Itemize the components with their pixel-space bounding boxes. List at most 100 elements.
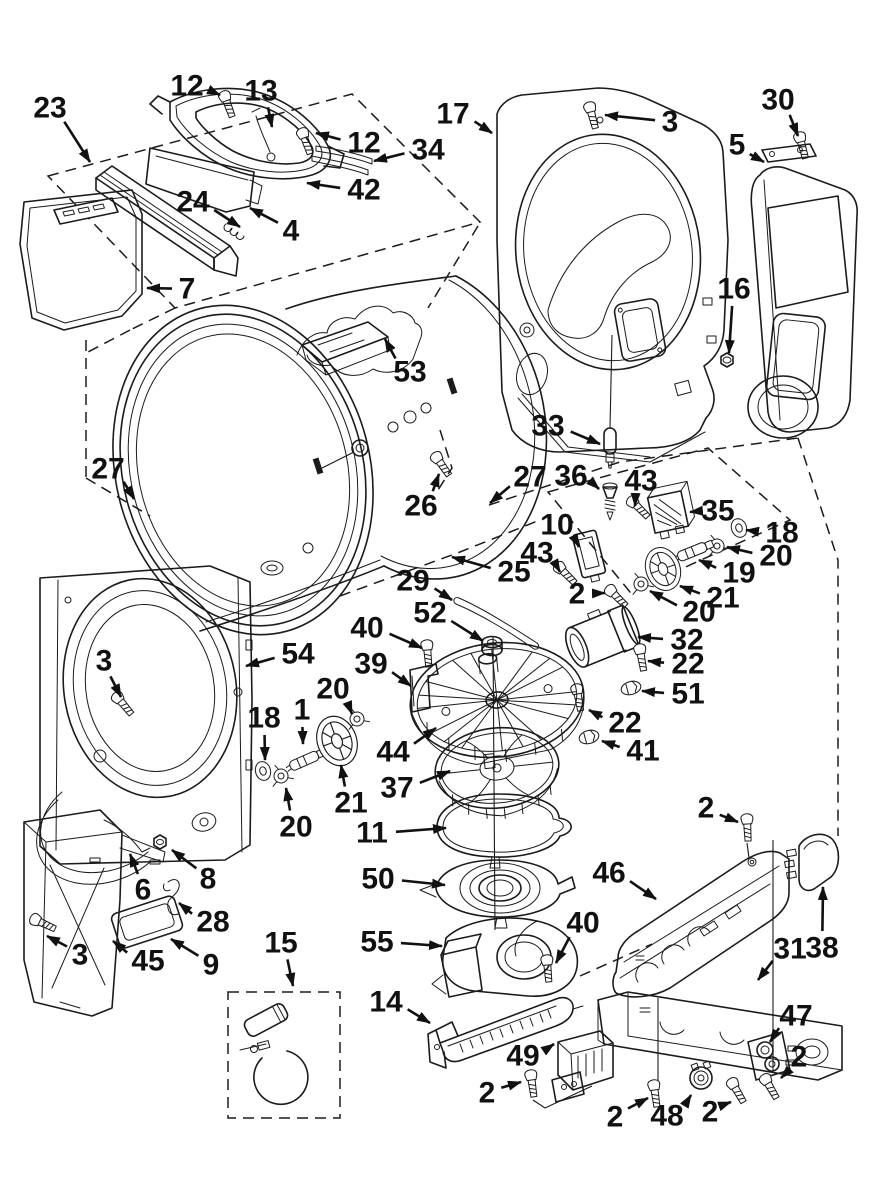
thermistor-33 [603,427,617,469]
callout-20: 20 [726,540,793,573]
callout-14: 14 [369,986,431,1025]
part-number: 20 [279,811,312,844]
callout-32: 32 [637,624,704,657]
lint-screen [19,189,143,331]
callout-31: 31 [756,933,807,981]
callout-46: 46 [592,857,657,901]
leader-arrow [586,476,600,490]
keeper-41 [577,727,601,747]
leader-arrow [450,619,484,643]
part-number: 50 [361,863,394,896]
leader-arrow [745,526,760,537]
part-number: 44 [376,736,410,769]
callout-3: 3 [604,106,678,139]
leader-arrow [604,111,656,122]
blower-wheel-37 [434,726,560,819]
callout-27: 27 [489,461,547,504]
leader-arrow [588,708,604,721]
callout-38: 38 [805,886,839,965]
leader-arrow [338,764,349,787]
callout-35: 35 [689,495,735,528]
thermal-fuse-48 [689,1060,713,1090]
grille-mount [145,147,263,213]
part-number: 32 [670,624,703,657]
lint-duct-slide [95,165,245,277]
screw-26 [428,448,455,480]
callout-5: 5 [729,129,765,164]
leader-arrow [170,937,200,957]
part-number: 14 [369,986,403,1019]
leader-arrow [768,1027,782,1043]
roller-shaft-19 [672,538,715,565]
part-number: 53 [393,356,426,389]
callout-3: 3 [96,645,123,698]
leader-arrow [473,120,493,135]
callout-34: 34 [373,134,445,167]
callout-24: 24 [176,186,241,229]
leader-arrow [213,208,241,229]
screw-40-left [419,638,436,668]
leader-arrow [726,545,753,555]
callout-50: 50 [361,863,446,896]
top-grille-housing [149,87,345,180]
callout-30: 30 [761,84,800,137]
leader-arrow [285,959,296,987]
drive-belt [453,597,540,650]
callout-2: 2 [479,1077,522,1110]
part-number: 3 [96,645,113,678]
part-number: 20 [316,673,349,706]
wire-loop [253,1050,309,1106]
exhaust-collar [747,375,819,439]
part-number: 46 [592,857,625,890]
screw-2-duct-b [724,1075,750,1106]
part-number: 22 [671,648,704,681]
washer-18 [252,759,274,783]
callout-6: 6 [128,853,151,907]
part-number: 52 [413,597,446,630]
callout-3: 3 [46,934,88,972]
torn-edge [296,305,423,376]
part-number: 12 [347,127,380,160]
callout-1: 1 [294,694,310,745]
part-number: 55 [360,926,393,959]
part-number: 45 [131,945,164,978]
part-number: 38 [805,932,838,965]
part-number: 12 [170,70,203,103]
callout-19: 19 [698,557,756,590]
drum-baffle [301,321,391,376]
part-number: 17 [436,98,469,131]
callout-10: 10 [540,509,581,548]
leader-arrow [109,675,123,698]
part-number: 7 [179,273,196,306]
leader-arrow [627,1096,649,1110]
screw-22a [632,642,651,673]
leader-arrow [717,1100,732,1112]
callout-2: 2 [702,1096,732,1129]
part-number: 8 [200,863,217,896]
part-number: 4 [283,215,300,248]
callout-2: 2 [780,1041,807,1079]
leader-arrow [46,934,68,948]
leader-arrow [171,848,198,870]
part-number: 5 [729,129,746,162]
leader-arrow [249,206,279,224]
part-number: 23 [33,92,66,125]
callout-49: 49 [506,1040,555,1073]
leader-arrow [283,787,294,811]
callout-20: 20 [316,673,354,715]
leader-arrow [429,473,441,492]
mounting-bracket [761,143,817,163]
callout-44: 44 [376,726,437,769]
callout-43: 43 [624,465,658,507]
part-number: 24 [176,186,210,219]
part-number: 18 [247,702,280,735]
part-number: 33 [531,410,564,443]
leader-arrow [122,481,136,500]
callout-25: 25 [451,556,531,589]
relay-35 [646,480,696,540]
callout-13: 13 [244,75,278,128]
service-kit-15 [227,991,341,1119]
leader-arrow [315,131,341,142]
seal-ring-11 [436,793,572,869]
